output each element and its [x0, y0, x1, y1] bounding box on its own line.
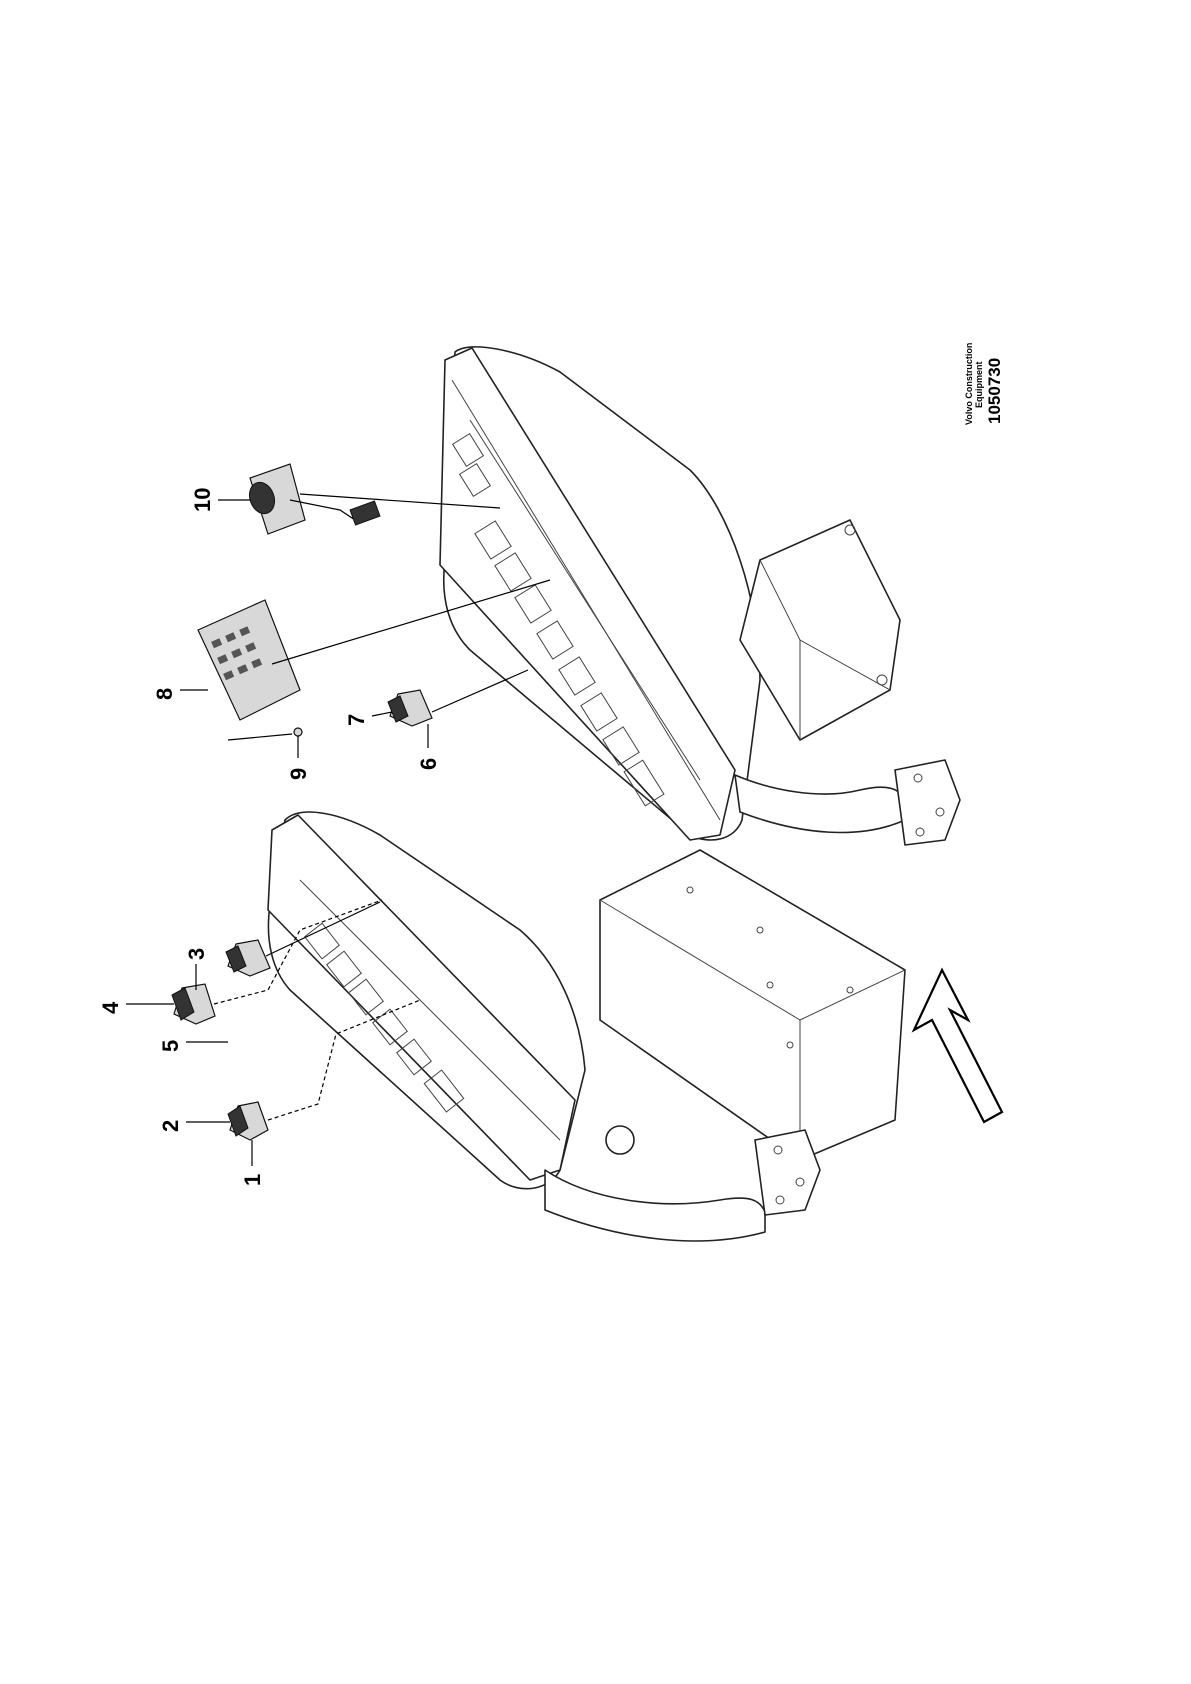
left-console-switch-slots — [304, 922, 465, 1113]
callout-6: 6 — [416, 758, 441, 770]
credit-line-2: Equipment — [974, 361, 984, 408]
callout-7: 7 — [344, 714, 369, 726]
figure-number: 1050730 — [985, 358, 1004, 424]
base-plate-holes — [686, 886, 854, 1049]
right-armrest-console — [439, 346, 961, 846]
switch-part-5 — [225, 939, 271, 977]
leader-lines — [126, 493, 551, 1166]
left-armrest-console — [267, 811, 906, 1242]
callout-5: 5 — [158, 1040, 183, 1052]
callout-4: 4 — [98, 1001, 123, 1014]
direction-arrow-icon — [911, 967, 1004, 1124]
credit-line-1: Volvo Construction — [964, 343, 974, 425]
callout-2: 2 — [158, 1120, 183, 1132]
figure-credit: Volvo Construction Equipment 1050730 — [964, 343, 1004, 425]
callout-10: 10 — [190, 488, 215, 512]
callout-9: 9 — [286, 768, 311, 780]
switch-part-7 — [387, 689, 433, 727]
screw-part-9 — [293, 727, 303, 737]
callout-8: 8 — [152, 688, 177, 700]
callout-1: 1 — [240, 1174, 265, 1186]
callout-3: 3 — [184, 948, 209, 960]
keypad-part-8 — [197, 599, 301, 721]
switch-part-2 — [227, 1101, 269, 1141]
socket-part-10 — [248, 463, 381, 535]
switch-part-4 — [171, 983, 216, 1025]
right-console-switch-slots — [451, 432, 665, 807]
